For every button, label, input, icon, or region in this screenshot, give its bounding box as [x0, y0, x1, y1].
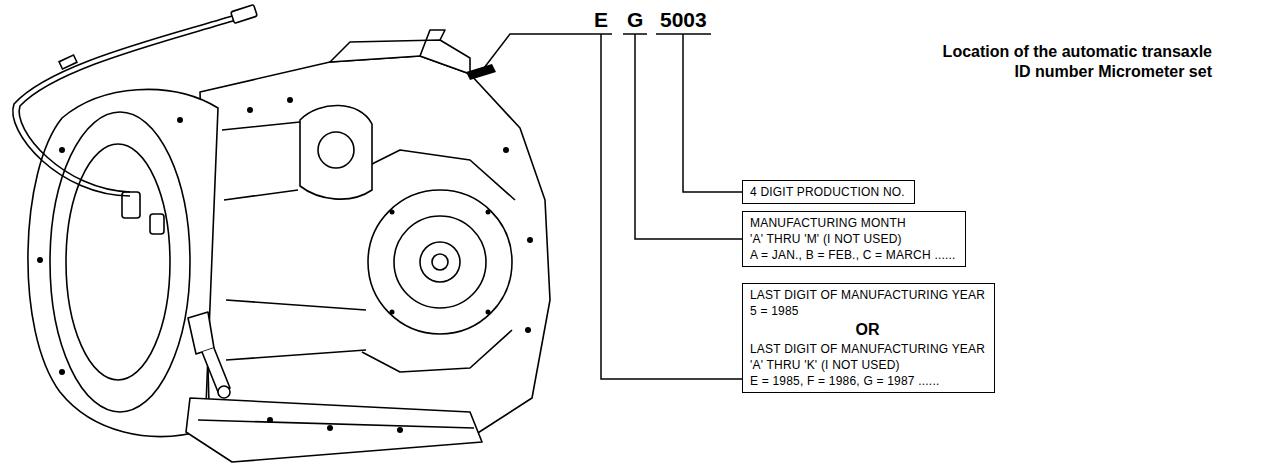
id-code-part: G [627, 8, 643, 32]
leader-line [683, 34, 742, 192]
legend-box: 4 DIGIT PRODUCTION NO. [742, 180, 915, 204]
box-text: 'A' THRU 'K' (I NOT USED) [750, 357, 985, 373]
leader-line [635, 34, 742, 239]
box-text: A = JAN., B = FEB., C = MARCH ...... [750, 247, 956, 263]
legend-box: MANUFACTURING MONTH'A' THRU 'M' (I NOT U… [742, 211, 966, 267]
box-text: 5 = 1985 [750, 303, 985, 319]
id-code-part: 5003 [660, 8, 707, 32]
box-text: MANUFACTURING MONTH [750, 215, 956, 231]
box-text: LAST DIGIT OF MANUFACTURING YEAR [750, 287, 985, 303]
id-code-part: E [594, 8, 608, 32]
leader-line [484, 34, 590, 68]
figure-title: Location of the automatic transaxle ID n… [929, 42, 1212, 82]
or-separator: OR [750, 319, 985, 341]
box-text: 'A' THRU 'M' (I NOT USED) [750, 231, 956, 247]
box-text: LAST DIGIT OF MANUFACTURING YEAR [750, 341, 985, 357]
box-text: E = 1985, F = 1986, G = 1987 ...... [750, 373, 985, 389]
leader-line [601, 34, 742, 379]
box-text: 4 DIGIT PRODUCTION NO. [750, 184, 905, 200]
legend-box: LAST DIGIT OF MANUFACTURING YEAR5 = 1985… [742, 283, 995, 393]
